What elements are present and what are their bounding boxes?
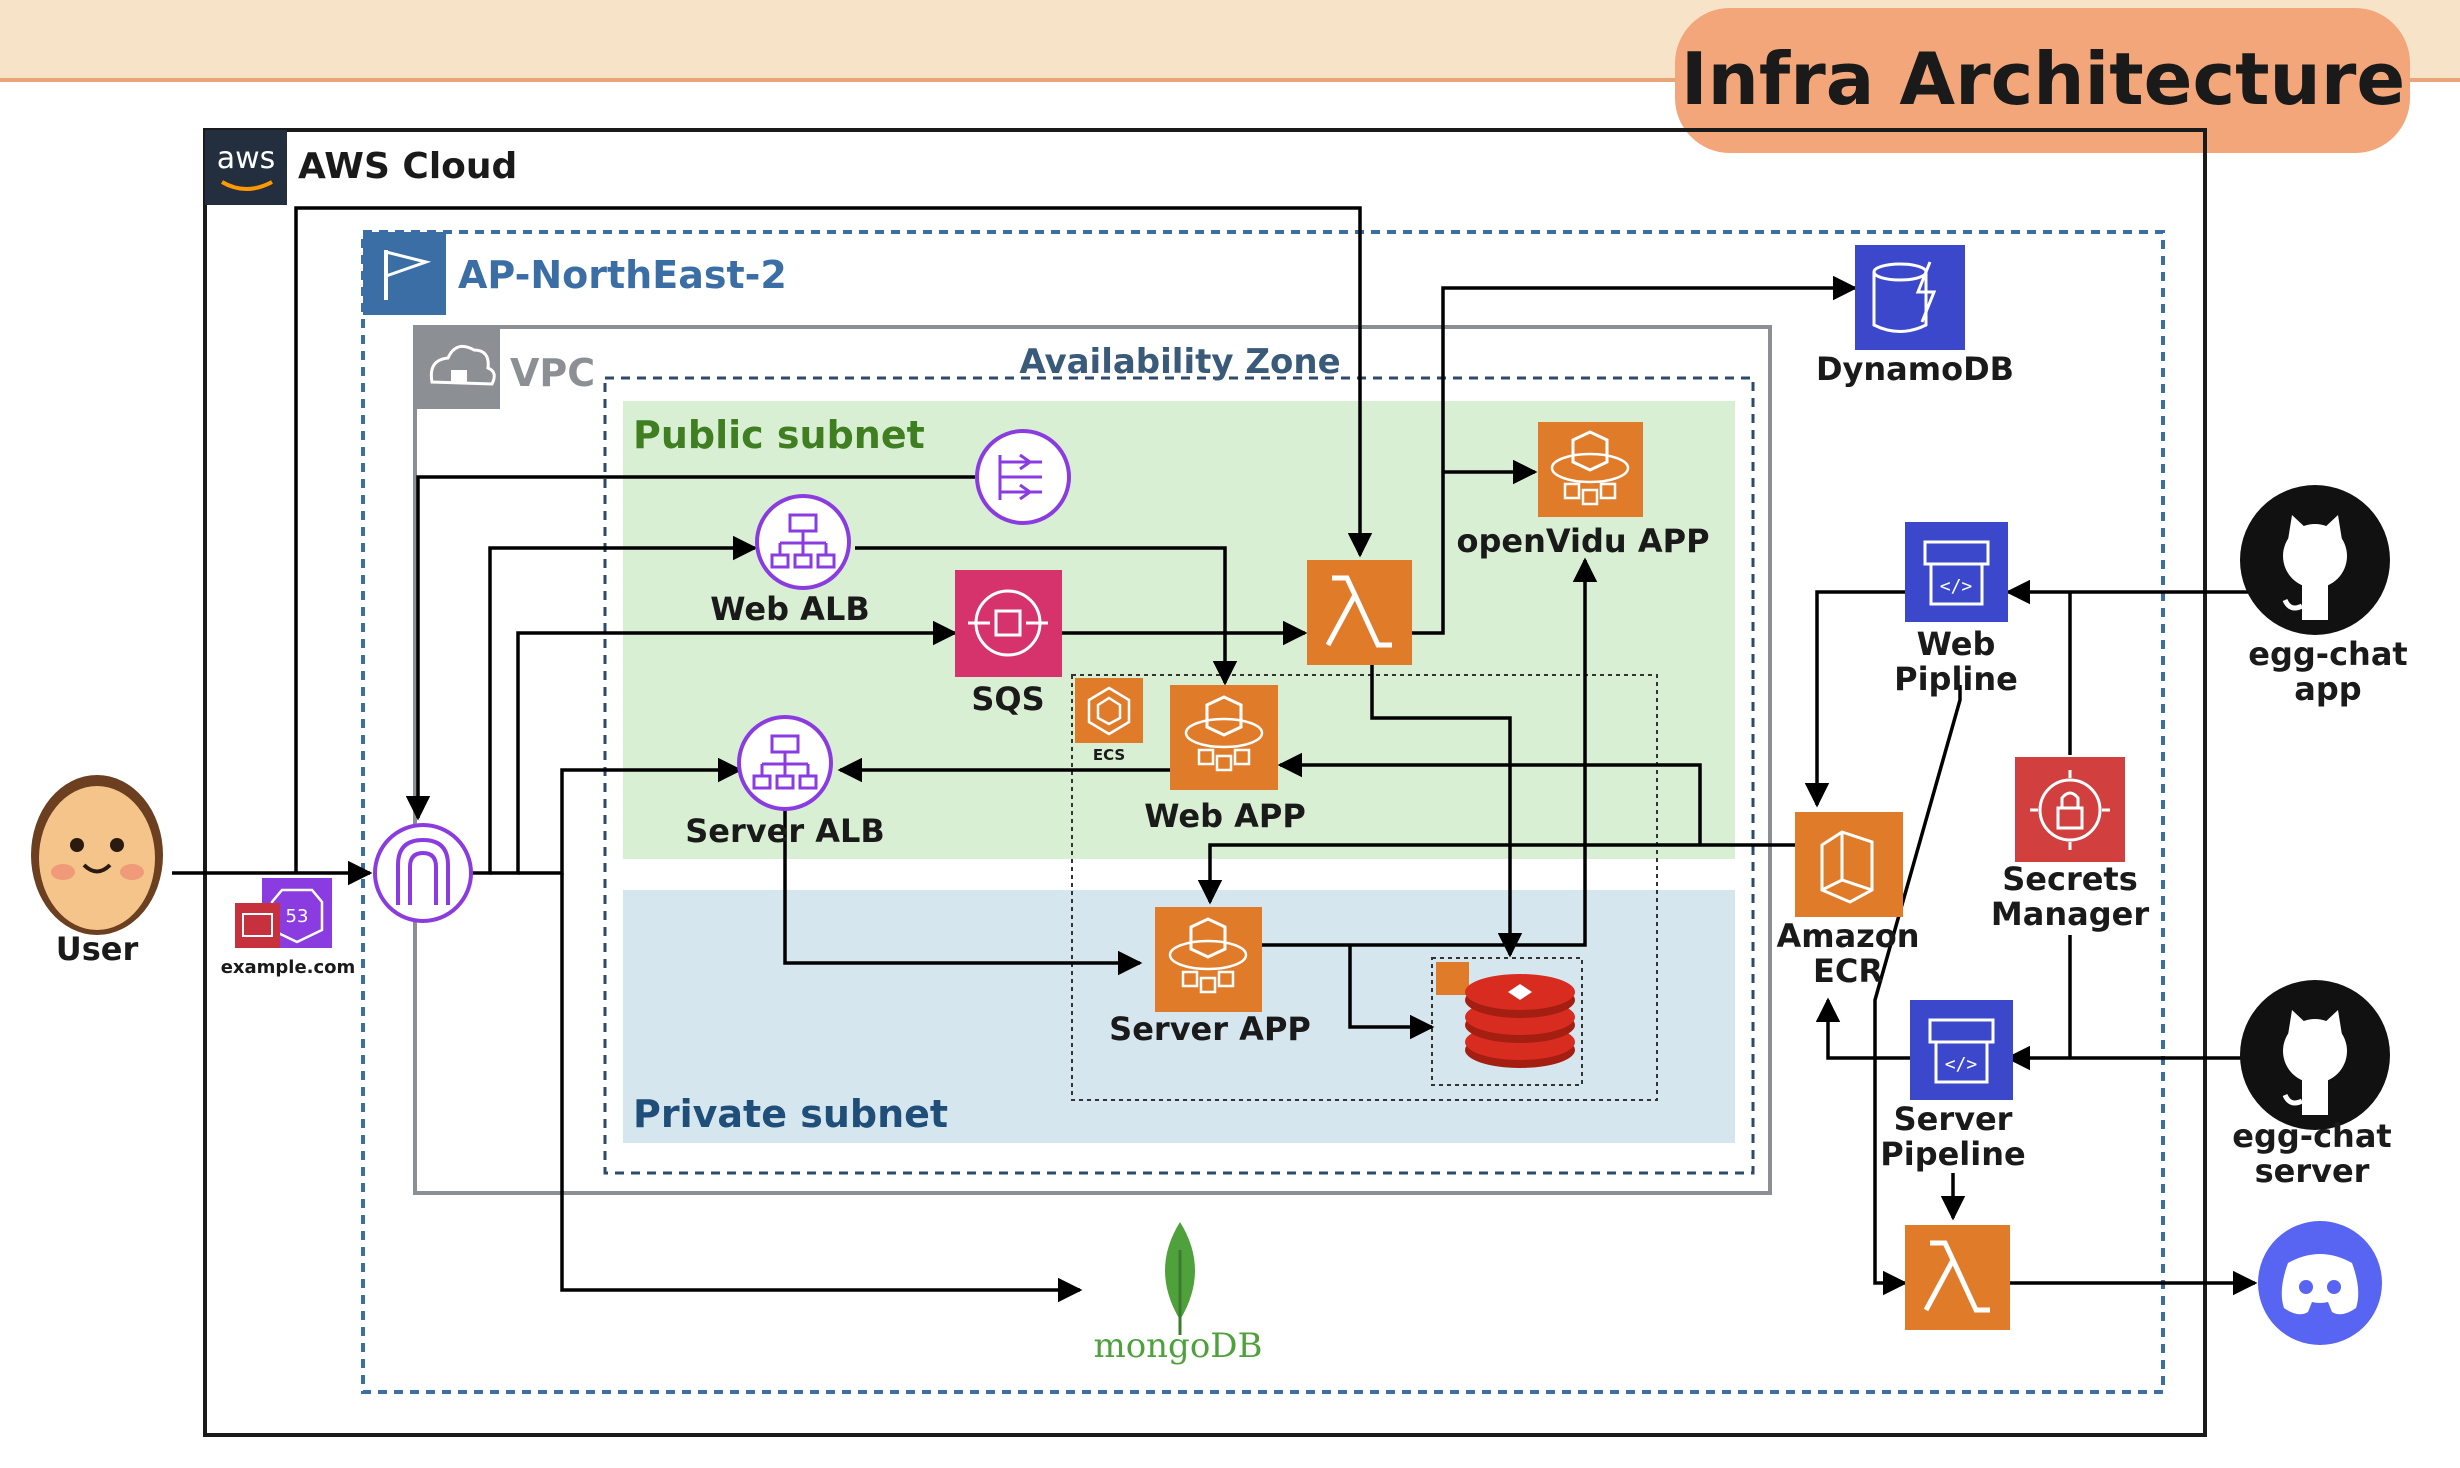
aws-cloud-boundary bbox=[203, 128, 2207, 1437]
internet-gateway-icon bbox=[373, 823, 473, 923]
availability-zone-label: Availability Zone bbox=[1019, 342, 1340, 382]
discord-icon bbox=[2258, 1221, 2382, 1345]
aws-cloud-label: AWS Cloud bbox=[298, 146, 517, 187]
openvidu-app-label: openVidu APP bbox=[1456, 522, 1709, 560]
edge-ecr-webapp bbox=[1277, 752, 1702, 845]
edge-gateway-serveralb bbox=[518, 757, 743, 875]
server-app-icon bbox=[1155, 907, 1262, 1012]
server-pipeline-icon: </> bbox=[1910, 1000, 2013, 1100]
dynamodb-icon bbox=[1855, 245, 1965, 350]
vpc-boundary bbox=[413, 325, 1772, 1195]
edge-serveralb-serverapp bbox=[783, 805, 1143, 976]
server-pipeline-label-2: Pipeline bbox=[1880, 1135, 2025, 1173]
region-label: AP-NorthEast-2 bbox=[458, 253, 787, 297]
edge-serverapp-redis bbox=[1348, 945, 1435, 1040]
amazon-ecr-label-1: Amazon bbox=[1776, 917, 1919, 955]
edge-route53-lambda bbox=[294, 206, 1373, 873]
web-app-label: Web APP bbox=[1144, 797, 1306, 835]
title-pill bbox=[1675, 8, 2410, 153]
github-app-icon bbox=[2240, 485, 2390, 635]
svg-text:</>: </> bbox=[1945, 1054, 1978, 1075]
secrets-manager-label-1: Secrets bbox=[2002, 860, 2138, 898]
edge-lambda-redis bbox=[1370, 665, 1523, 958]
edge-serverpipeline-ecr bbox=[1815, 997, 1915, 1060]
github-server-label-1: egg-chat bbox=[2232, 1117, 2391, 1155]
web-alb-icon bbox=[755, 494, 851, 590]
server-pipeline-label-1: Server bbox=[1894, 1100, 2013, 1138]
edge-gateway-webalb bbox=[470, 535, 758, 875]
user-avatar-icon bbox=[31, 775, 163, 935]
secrets-manager-icon bbox=[2015, 757, 2125, 862]
web-pipeline-label-1: Web bbox=[1917, 625, 1996, 663]
route53-number: 53 bbox=[286, 906, 309, 927]
aws-logo-box bbox=[205, 130, 287, 205]
server-alb-icon bbox=[737, 715, 833, 811]
vpc-icon-box bbox=[415, 327, 500, 409]
server-app-label: Server APP bbox=[1109, 1010, 1311, 1048]
edge-webpipeline-lambda bbox=[1873, 685, 1962, 1296]
amazon-ecr-label-2: ECR bbox=[1813, 952, 1883, 990]
aws-smile-icon bbox=[220, 180, 273, 191]
flag-icon bbox=[384, 250, 432, 300]
sqs-label: SQS bbox=[971, 680, 1044, 718]
mongodb-label: mongoDB bbox=[1093, 1326, 1262, 1366]
github-server-icon bbox=[2240, 980, 2390, 1130]
edge-ecr-serverapp bbox=[1197, 843, 1795, 905]
web-pipeline-icon: </> bbox=[1905, 522, 2008, 622]
github-app-label-2: app bbox=[2294, 670, 2361, 708]
svg-text:</>: </> bbox=[1940, 576, 1973, 597]
openvidu-app-icon bbox=[1538, 422, 1643, 517]
edge-router-gateway bbox=[405, 475, 975, 821]
amazon-ecr-icon bbox=[1795, 812, 1903, 917]
ecs-label: ECS bbox=[1093, 746, 1125, 764]
edge-gateway-mongodb bbox=[560, 873, 1083, 1303]
vpc-label: VPC bbox=[510, 351, 595, 395]
web-app-icon bbox=[1170, 685, 1278, 790]
availability-zone-boundary bbox=[603, 376, 1755, 1175]
route53-icon: 53 bbox=[235, 878, 332, 948]
ecs-icon bbox=[1075, 678, 1143, 743]
dynamodb-label: DynamoDB bbox=[1816, 350, 2014, 388]
web-alb-label: Web ALB bbox=[710, 590, 869, 628]
route53-domain: example.com bbox=[221, 957, 356, 978]
web-pipeline-label-2: Pipline bbox=[1894, 660, 2018, 698]
router-icon bbox=[975, 429, 1071, 525]
github-app-label-1: egg-chat bbox=[2248, 635, 2407, 673]
diagram-title: Infra Architecture bbox=[1681, 37, 2405, 121]
user-label: User bbox=[56, 930, 139, 968]
notify-lambda-icon bbox=[1905, 1225, 2010, 1330]
redis-icon bbox=[1436, 962, 1575, 1068]
cloud-lock-icon bbox=[429, 344, 496, 386]
secrets-manager-label-2: Manager bbox=[1991, 895, 2149, 933]
edge-webalb-webapp bbox=[855, 546, 1238, 686]
edge-gateway-sqs bbox=[490, 620, 958, 875]
public-subnet-label: Public subnet bbox=[633, 413, 925, 457]
private-subnet-label: Private subnet bbox=[633, 1092, 948, 1136]
sqs-icon bbox=[955, 570, 1062, 677]
lambda-icon bbox=[1307, 560, 1412, 665]
github-server-label-2: server bbox=[2255, 1152, 2370, 1190]
mongodb-leaf-icon bbox=[1165, 1222, 1195, 1335]
server-alb-label: Server ALB bbox=[685, 812, 885, 850]
region-boundary bbox=[361, 230, 2165, 1394]
region-flag-box bbox=[363, 232, 446, 315]
aws-logo-text: aws bbox=[217, 141, 276, 176]
edge-serverapp-openvidu bbox=[1262, 557, 1598, 947]
connections bbox=[172, 206, 2258, 1303]
edge-lambda-dynamodb bbox=[1412, 275, 1858, 635]
edge-webpipeline-ecr bbox=[1804, 590, 1915, 808]
